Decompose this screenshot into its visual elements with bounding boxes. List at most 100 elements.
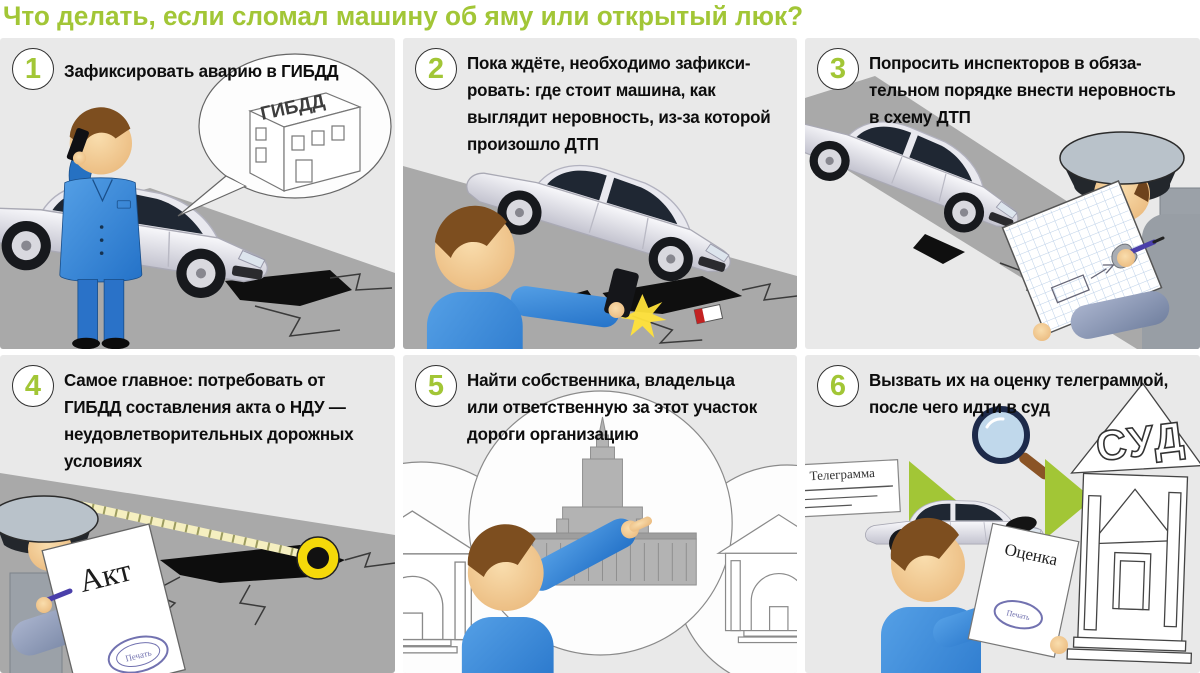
shoe xyxy=(101,337,130,349)
hand xyxy=(608,302,625,318)
caption-line: Зафиксировать аварию в ГИБДД xyxy=(64,61,339,81)
caption-line: произошло ДТП xyxy=(467,134,599,154)
inspector-cap xyxy=(0,495,99,543)
step-number: 4 xyxy=(24,369,42,402)
step-caption: Попросить инспекторов в обяза- тельном п… xyxy=(869,50,1176,131)
driver-on-phone-figure xyxy=(59,107,143,349)
telegram-line xyxy=(805,495,878,501)
step1-illustration: ГИБДД xyxy=(0,53,395,349)
torso xyxy=(461,617,554,673)
hand xyxy=(1117,249,1135,267)
panel-step-5: 5 Найти собственника, владельца или отве… xyxy=(403,355,797,673)
poster-title: Что делать, если сломал машину об яму ил… xyxy=(3,1,804,31)
step-number: 6 xyxy=(829,369,847,402)
magnifying-glass-icon xyxy=(972,406,1051,480)
road-crack xyxy=(238,584,267,626)
caption-line: ГИБДД составления акта о НДУ — xyxy=(64,397,346,417)
hair xyxy=(434,205,507,258)
step-caption: Найти собственника, владельца или ответс… xyxy=(467,367,757,448)
step-badge: 2 xyxy=(415,48,457,90)
assessor-figure: Оценка Печать xyxy=(881,517,1080,673)
jacket xyxy=(59,177,143,283)
step-caption: Пока ждёте, необходимо зафикси- ровать: … xyxy=(467,50,771,158)
pointing-man-figure xyxy=(461,516,652,673)
panel-step-6: Телеграмма xyxy=(805,355,1200,673)
phone-icon xyxy=(66,128,89,162)
caption-line: Попросить инспекторов в обяза- xyxy=(869,53,1142,73)
arm xyxy=(1070,291,1170,339)
caption-line: тельном порядке внести неровность xyxy=(869,80,1176,100)
accident-scheme-paper xyxy=(1001,180,1163,336)
step-caption: Зафиксировать аварию в ГИБДД xyxy=(64,58,339,85)
caption-line: в схему ДТП xyxy=(869,107,971,127)
telegram-line xyxy=(805,504,852,509)
scheme-arrow xyxy=(1090,264,1115,279)
akt-stamp xyxy=(107,635,169,673)
hazard-marker xyxy=(693,304,724,325)
ocenka-document: Оценка Печать xyxy=(967,522,1080,658)
hand xyxy=(1033,323,1051,341)
tape-measure-core xyxy=(307,547,329,569)
ocenka-stamp xyxy=(993,600,1043,630)
inspector-with-scheme-figure xyxy=(1001,131,1200,349)
telegram-title: Телеграмма xyxy=(809,465,875,483)
caption-line: Вызвать их на оценку телеграммой, xyxy=(869,370,1169,390)
trousers xyxy=(103,279,125,341)
lens-highlight xyxy=(985,417,1005,429)
hair xyxy=(890,517,959,571)
button xyxy=(99,251,104,256)
court-sign: СУД xyxy=(1093,412,1188,470)
step2-illustration xyxy=(403,131,797,349)
magnifier-lens xyxy=(972,406,1030,464)
pointing-hand xyxy=(620,516,652,539)
pothole xyxy=(602,276,743,314)
caption-line: после чего идти в суд xyxy=(869,397,1050,417)
step-number: 1 xyxy=(24,52,42,85)
court-roof xyxy=(1070,382,1200,474)
court-building: СУД xyxy=(1066,382,1200,664)
photographer-figure xyxy=(426,205,667,349)
arm xyxy=(510,286,620,328)
road-crack xyxy=(329,273,393,291)
caption-line: Пока ждёте, необходимо зафикси- xyxy=(467,53,751,73)
step3-illustration xyxy=(805,76,1200,349)
scheme-car-sketch xyxy=(1050,274,1090,304)
step-number: 3 xyxy=(829,52,847,85)
telegram-document: Телеграмма xyxy=(805,459,901,519)
panel-step-3: 3 Попросить инспекторов в обяза- тельном… xyxy=(805,38,1200,349)
step-badge: 6 xyxy=(817,365,859,407)
akt-document: Акт Печать xyxy=(41,523,186,673)
arm xyxy=(526,518,636,591)
panel-step-1: ГИБДД xyxy=(0,38,395,349)
step-number: 2 xyxy=(427,52,445,85)
trousers xyxy=(77,279,98,341)
inspector-cap xyxy=(1059,131,1185,185)
torso xyxy=(426,292,523,349)
step4-illustration: Акт Печать xyxy=(0,473,395,673)
step-number: 5 xyxy=(427,369,445,402)
flow-arrow-icon xyxy=(1045,459,1093,539)
panel-step-2: 2 Пока ждёте, необходимо зафикси- ровать… xyxy=(403,38,797,349)
panel-step-4: Акт Печать 4 Самое главное: потребовать … xyxy=(0,355,395,673)
camera-flash xyxy=(620,294,667,338)
hand xyxy=(1050,636,1068,654)
hand xyxy=(36,597,52,613)
road-crack xyxy=(632,315,703,344)
road-crack xyxy=(344,551,395,568)
step-caption: Вызвать их на оценку телеграммой, после … xyxy=(869,367,1168,421)
caption-line: условиях xyxy=(64,451,143,471)
hand xyxy=(72,151,87,165)
caption-line: выглядит неровность, из-за которой xyxy=(467,107,771,127)
steps-grid: ГИБДД xyxy=(0,38,1200,673)
pen-tip xyxy=(1152,236,1165,244)
gibdd-building xyxy=(248,92,362,192)
caption-line: неудовлетворительных дорожных xyxy=(64,424,354,444)
inspector-with-akt-figure: Акт Печать xyxy=(0,495,186,673)
step-badge: 5 xyxy=(415,365,457,407)
measuring-tape xyxy=(79,501,340,580)
step5-illustration xyxy=(403,390,797,673)
step-badge: 3 xyxy=(817,48,859,90)
road-crack xyxy=(254,305,341,337)
hair xyxy=(467,524,536,577)
